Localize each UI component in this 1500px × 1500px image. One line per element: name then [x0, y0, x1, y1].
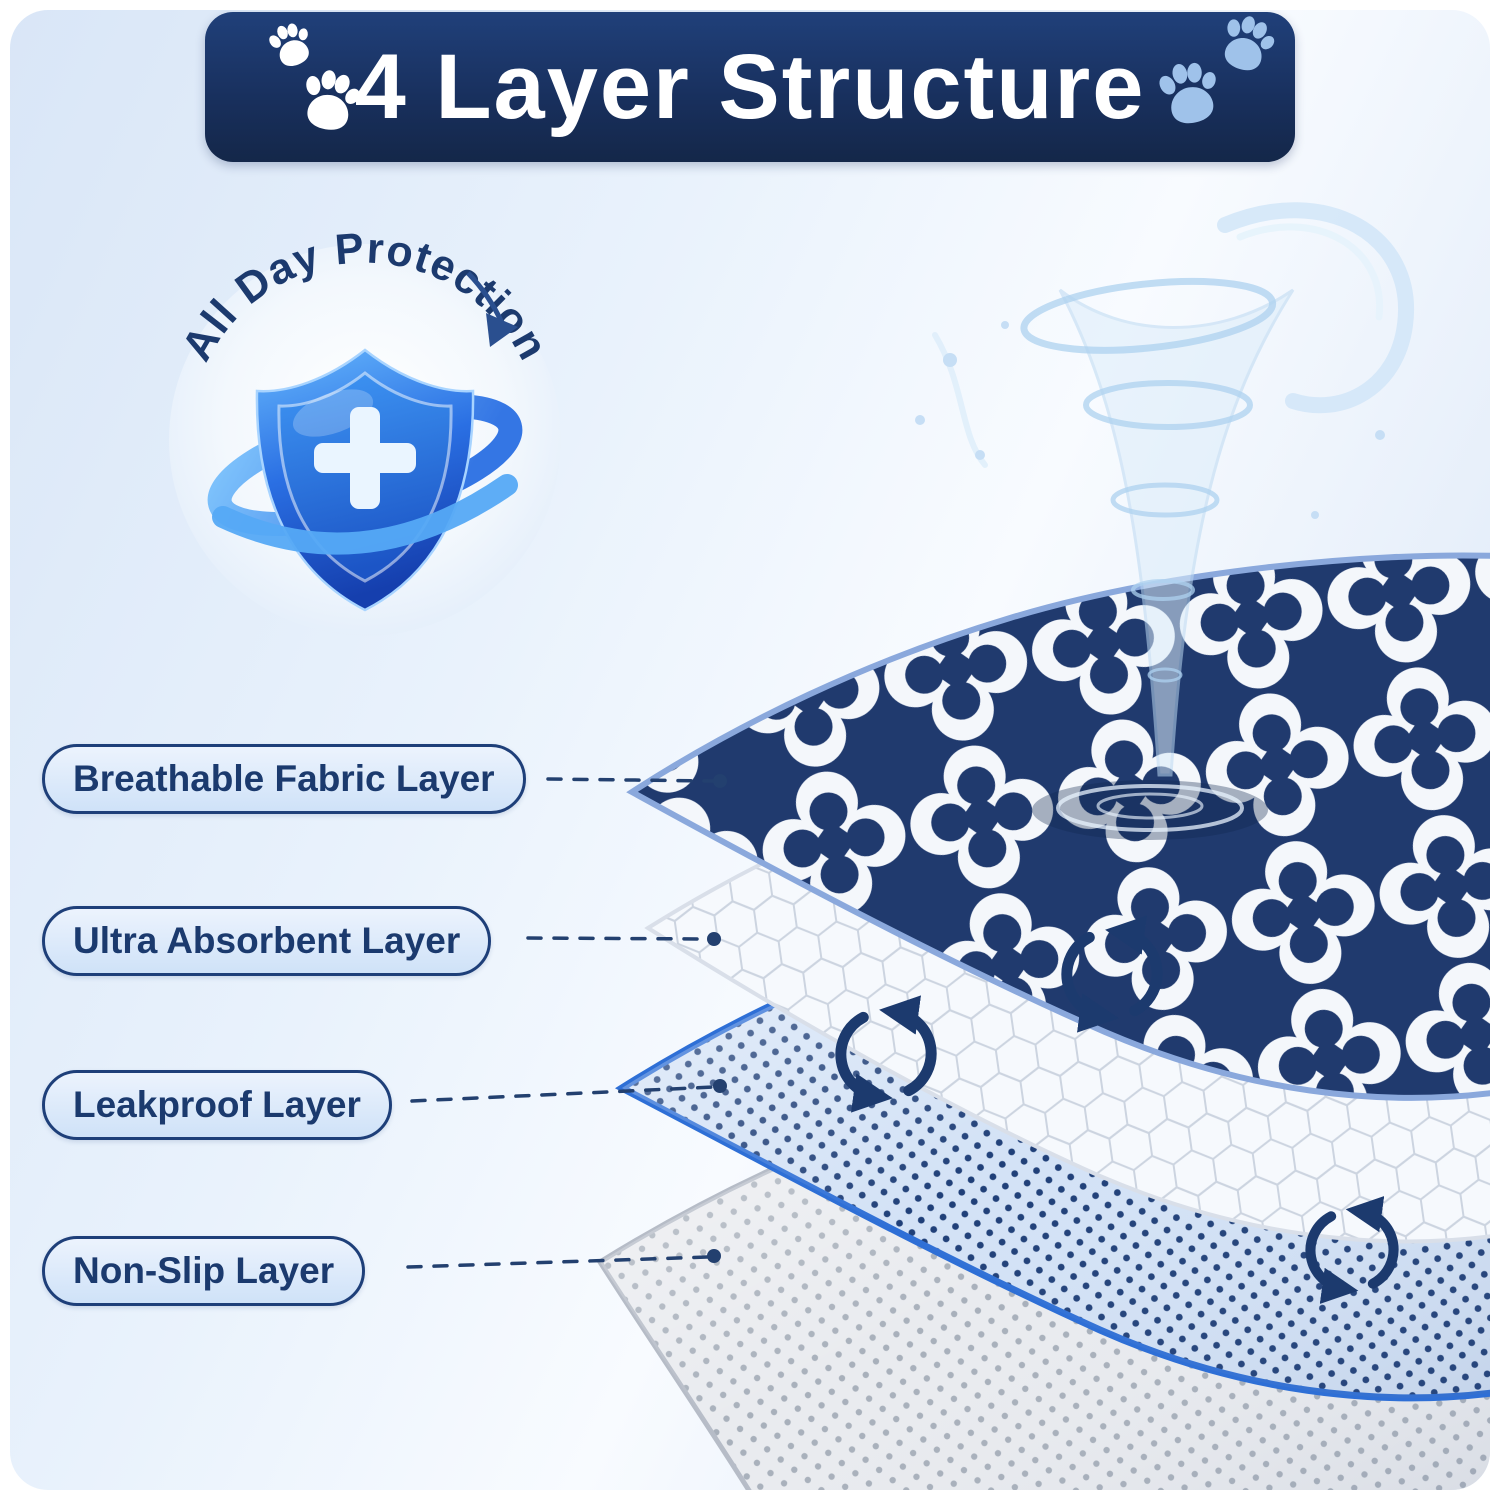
water-droplets [915, 321, 1385, 519]
connector-line-leakproof [410, 1085, 716, 1103]
connector-line-absorbent [526, 936, 710, 941]
connector-line-breathable [546, 777, 716, 783]
water-ripple [1032, 780, 1268, 840]
layer-leakproof [614, 848, 1490, 1402]
cycle-arrows-icon [1061, 927, 1164, 1021]
cycle-arrows-icon [835, 1007, 938, 1101]
background-card: All Day Protection [10, 10, 1490, 1490]
connector-line-nonslip [406, 1255, 710, 1269]
layer-ultra-absorbent [644, 693, 1490, 1244]
cycle-arrows-icon [1305, 1207, 1400, 1294]
label-ultra-absorbent: Ultra Absorbent Layer [42, 906, 492, 976]
label-breathable-fabric: Breathable Fabric Layer [42, 744, 526, 814]
layer-non-slip [596, 1019, 1490, 1490]
paw-icon [1153, 56, 1227, 129]
connector-lines [406, 777, 716, 1269]
protection-badge: All Day Protection [169, 224, 561, 636]
label-non-slip: Non-Slip Layer [42, 1236, 366, 1306]
layer-breathable-fabric [626, 552, 1490, 1101]
water-tornado-icon [915, 202, 1415, 777]
page-title: 4 Layer Structure [354, 36, 1146, 138]
shield-cross-icon [207, 348, 523, 612]
curved-arrow-icon [466, 271, 518, 347]
title-banner: 4 Layer Structure [205, 10, 1295, 162]
connector-dots [707, 774, 727, 1263]
label-leakproof: Leakproof Layer [42, 1070, 392, 1140]
